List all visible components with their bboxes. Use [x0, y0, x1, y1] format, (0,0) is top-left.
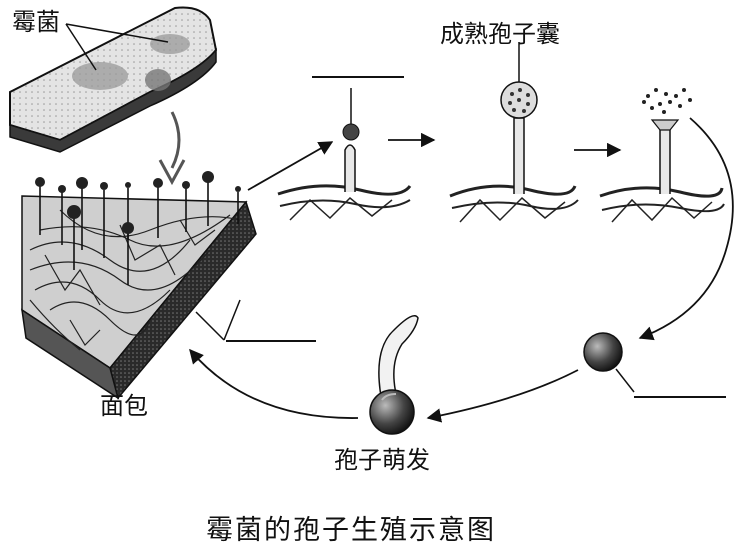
germinating-spore [369, 315, 419, 435]
spore [583, 332, 635, 393]
mold-patch [72, 62, 128, 90]
diagram-caption: 霉菌的孢子生殖示意图 [206, 515, 496, 546]
spore-blank[interactable] [634, 396, 726, 398]
bread-structure-blank[interactable] [226, 340, 316, 342]
zoom-arrow [170, 111, 181, 169]
pointer-line [65, 23, 169, 43]
arrow [638, 117, 734, 341]
sporangium-stage-blank[interactable] [312, 76, 404, 78]
stage-spore-release [599, 88, 725, 223]
moldy-bread-block [21, 171, 257, 400]
arrow [426, 369, 579, 423]
mold-patch [145, 69, 171, 91]
pointer-line [195, 311, 225, 341]
pointer-line [615, 368, 635, 393]
zoom-arrow-head [158, 159, 186, 186]
label-bread: 面包 [100, 392, 148, 420]
stage-mature-sporangium [449, 42, 579, 223]
pointer-line [65, 23, 97, 71]
label-mold: 霉菌 [12, 8, 60, 36]
pointer-line [223, 299, 241, 341]
mold-patch [150, 34, 190, 54]
stage-young-sporangium [277, 88, 412, 221]
arrow [247, 141, 334, 191]
arrow [189, 348, 359, 419]
label-mature-sporangium: 成熟孢子囊 [440, 20, 560, 48]
label-spore-germination: 孢子萌发 [334, 446, 430, 474]
